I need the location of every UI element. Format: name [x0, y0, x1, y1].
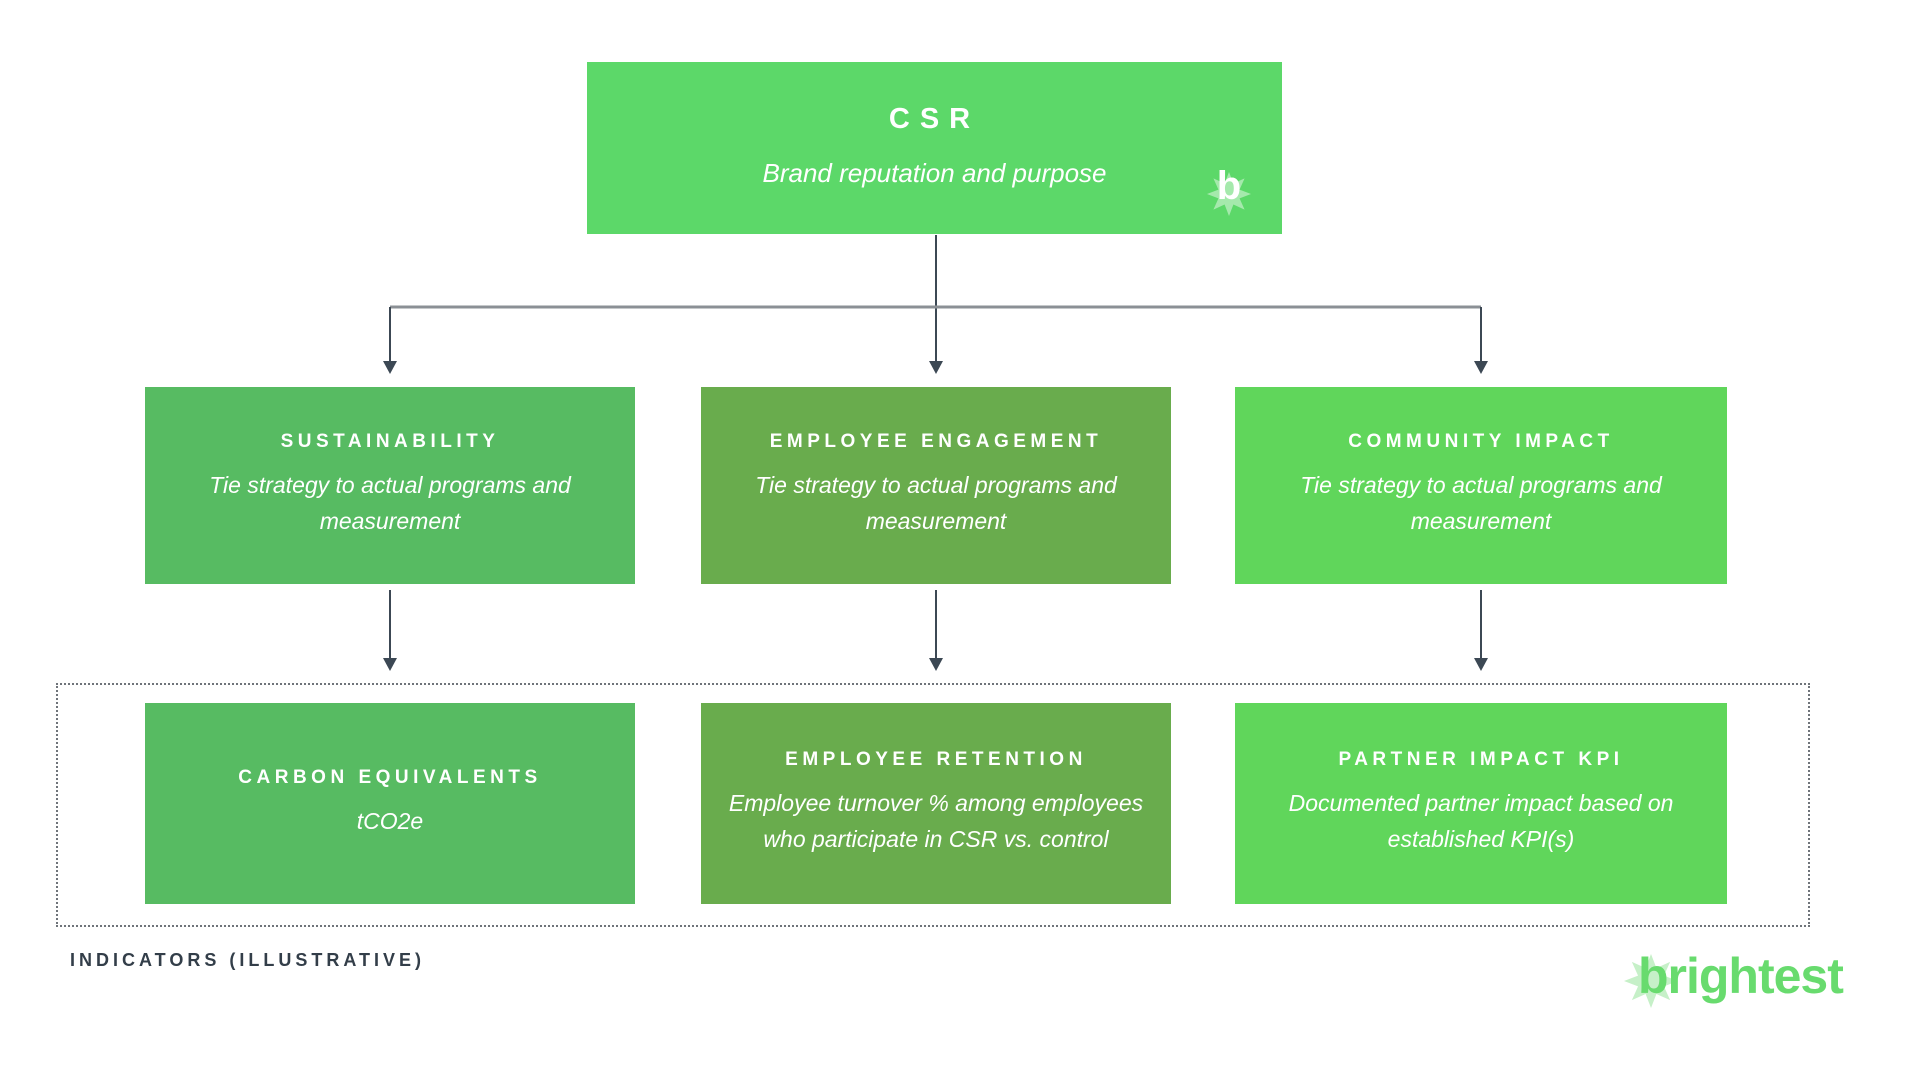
indicator-subtitle: Employee turnover % among employees who …: [728, 790, 1144, 852]
pillar-sustainability: SUSTAINABILITY Tie strategy to actual pr…: [145, 387, 635, 584]
pillar-employee-engagement: EMPLOYEE ENGAGEMENT Tie strategy to actu…: [701, 387, 1171, 584]
brightest-logo: brightest: [1622, 938, 1882, 1016]
badge-letter: b: [1216, 164, 1242, 208]
pillar-title: COMMUNITY IMPACT: [1348, 431, 1614, 453]
pillar-title: SUSTAINABILITY: [280, 431, 500, 453]
csr-root-title: CSR: [888, 103, 981, 136]
pillar-community-impact: COMMUNITY IMPACT Tie strategy to actual …: [1235, 387, 1727, 584]
indicator-employee-retention: EMPLOYEE RETENTION Employee turnover % a…: [701, 703, 1171, 904]
csr-root-subtitle: Brand reputation and purpose: [762, 158, 1107, 189]
indicator-title: PARTNER IMPACT KPI: [1338, 749, 1624, 771]
starburst-icon: [1624, 954, 1678, 1008]
starburst-icon: [1207, 172, 1251, 216]
indicator-carbon-equivalents: CARBON EQUIVALENTS tCO2e: [145, 703, 635, 904]
indicator-title: CARBON EQUIVALENTS: [238, 767, 542, 789]
indicator-subtitle: Documented partner impact based on estab…: [1288, 790, 1674, 852]
indicators-frame: [56, 683, 1810, 927]
indicators-label: INDICATORS (ILLUSTRATIVE): [70, 950, 425, 970]
brightest-badge: b: [1204, 164, 1254, 216]
indicator-subtitle: tCO2e: [356, 808, 424, 835]
brightest-wordmark: brightest: [1638, 948, 1844, 1004]
pillar-title: EMPLOYEE ENGAGEMENT: [769, 431, 1103, 453]
indicator-title: EMPLOYEE RETENTION: [785, 749, 1087, 771]
pillar-subtitle: Tie strategy to actual programs and meas…: [209, 472, 571, 534]
indicator-partner-impact-kpi: PARTNER IMPACT KPI Documented partner im…: [1235, 703, 1727, 904]
csr-root-node: CSR Brand reputation and purpose b: [587, 62, 1282, 234]
pillar-subtitle: Tie strategy to actual programs and meas…: [1300, 472, 1662, 534]
pillar-subtitle: Tie strategy to actual programs and meas…: [755, 472, 1117, 534]
